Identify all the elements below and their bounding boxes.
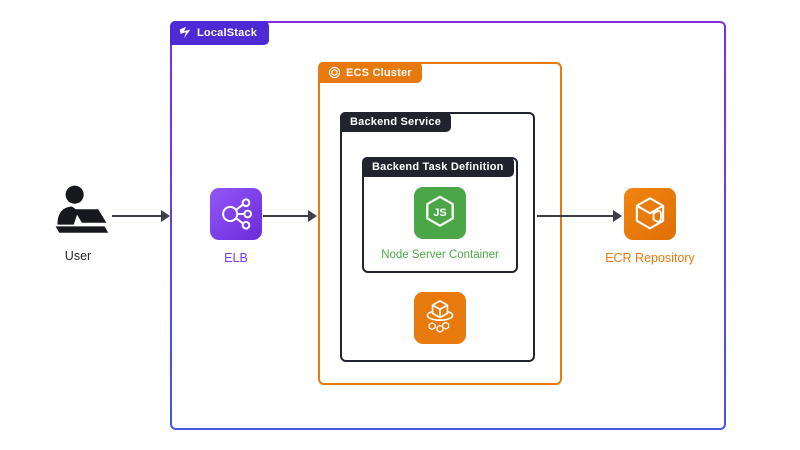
backend-task-definition-tab-label: Backend Task Definition	[372, 161, 504, 173]
arrowhead-icon	[308, 210, 317, 222]
ecs-cluster-tab-label: ECS Cluster	[346, 66, 412, 79]
ecs-cluster-tab: ECS Cluster	[318, 62, 422, 83]
ecr-cube-icon	[635, 197, 665, 230]
localstack-tab-label: LocalStack	[197, 27, 258, 39]
elb-tile	[210, 188, 262, 240]
arrowhead-icon	[613, 210, 622, 222]
backend-service-tab: Backend Service	[340, 112, 452, 132]
nodejs-js-letters: JS	[433, 207, 446, 219]
backend-task-definition-tab: Backend Task Definition	[362, 157, 514, 177]
ecr-repository-label: ECR Repository	[605, 251, 695, 265]
arrow-backend-to-ecr	[537, 215, 614, 217]
arrow-elb-to-ecs-cluster	[263, 215, 309, 217]
ecs-service-tile	[414, 292, 466, 344]
backend-service-tab-label: Backend Service	[350, 116, 442, 128]
arrowhead-icon	[161, 210, 170, 222]
ecr-repository-tile	[624, 188, 676, 240]
elastic-load-balancer-icon	[222, 198, 252, 230]
ecs-cluster-badge-icon	[328, 66, 341, 79]
ecs-cluster-box	[318, 62, 562, 385]
user-icon	[55, 185, 109, 233]
node-server-container-label: Node Server Container	[381, 249, 499, 261]
elb-label: ELB	[224, 251, 248, 265]
ecs-service-cubes-icon	[426, 300, 454, 333]
arrow-user-to-localstack	[112, 215, 162, 217]
user-label: User	[64, 249, 92, 263]
nodejs-hexagon-icon: JS	[426, 195, 454, 227]
localstack-logo-icon	[179, 26, 191, 39]
localstack-tab: LocalStack	[170, 21, 270, 45]
node-server-container-tile: JS	[414, 187, 466, 239]
